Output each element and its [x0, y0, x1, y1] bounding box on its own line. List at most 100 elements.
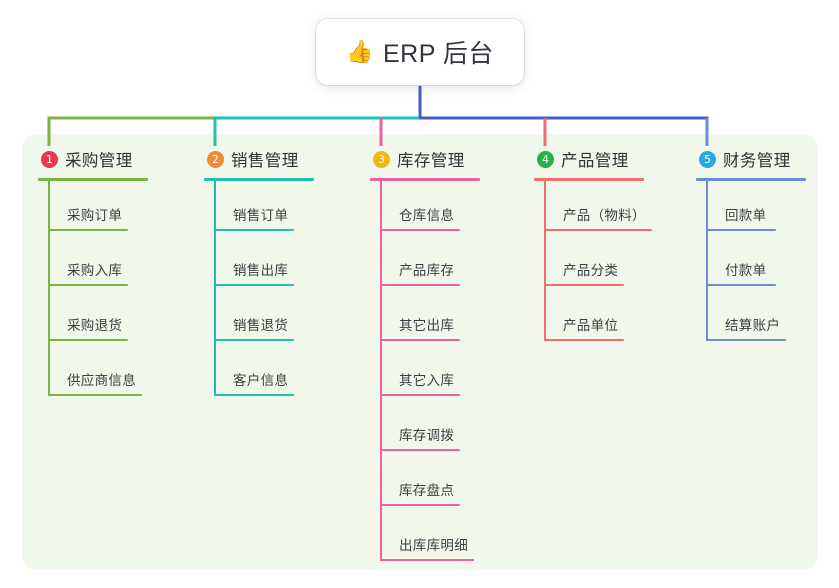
- branch-item[interactable]: 销售出库: [204, 236, 352, 291]
- branch-number-badge: 2: [207, 150, 224, 168]
- branch-item[interactable]: 采购退货: [38, 291, 186, 346]
- branch-item[interactable]: 产品（物料）: [534, 181, 682, 236]
- branch-item[interactable]: 销售订单: [204, 181, 352, 236]
- branch-item-label: 其它入库: [399, 373, 455, 388]
- branch-header-rule: [696, 178, 806, 181]
- branch-trunk-line: [706, 181, 708, 341]
- branch-item-rule: [706, 339, 786, 341]
- branch-item[interactable]: 付款单: [696, 236, 839, 291]
- root-node-title: ERP 后台: [383, 40, 494, 68]
- branch-item-list: 回款单付款单结算账户: [696, 181, 839, 346]
- branch-item[interactable]: 库存盘点: [370, 456, 518, 511]
- branch-column-4: 4 产品管理产品（物料） 产品分类产品单位: [534, 146, 682, 346]
- branch-item-rule: [48, 284, 128, 286]
- branch-header-5[interactable]: 5 财务管理: [696, 146, 839, 172]
- branch-item-label: 采购退货: [67, 318, 123, 333]
- branch-item[interactable]: 采购入库: [38, 236, 186, 291]
- branch-header-1[interactable]: 1 采购管理: [38, 146, 186, 172]
- branch-item[interactable]: 其它入库: [370, 346, 518, 401]
- branch-item-label: 付款单: [725, 263, 767, 278]
- branch-item-rule: [706, 229, 776, 231]
- branch-item[interactable]: 结算账户: [696, 291, 839, 346]
- branch-item-label: 回款单: [725, 208, 767, 223]
- branch-column-3: 3 库存管理仓库信息产品库存其它出库其它入库库存调拨库存盘点出库库明细: [370, 146, 518, 566]
- branch-number-badge: 5: [699, 150, 716, 168]
- branch-trunk-line: [544, 181, 546, 341]
- branch-header-rule: [38, 178, 148, 181]
- branch-title: 产品管理: [561, 152, 629, 170]
- branch-column-5: 5 财务管理回款单付款单结算账户: [696, 146, 839, 346]
- branch-item[interactable]: 客户信息: [204, 346, 352, 401]
- branch-item-label: 产品单位: [563, 318, 619, 333]
- branch-item[interactable]: 销售退货: [204, 291, 352, 346]
- branch-item[interactable]: 库存调拨: [370, 401, 518, 456]
- branch-item-label: 其它出库: [399, 318, 455, 333]
- root-node-label: 👍 ERP 后台: [346, 34, 494, 70]
- branch-trunk-line: [214, 181, 216, 396]
- branch-item-rule: [214, 394, 294, 396]
- branch-item[interactable]: 其它出库: [370, 291, 518, 346]
- branch-item[interactable]: 供应商信息: [38, 346, 186, 401]
- branch-column-2: 2 销售管理销售订单销售出库销售退货客户信息: [204, 146, 352, 401]
- branch-item-label: 客户信息: [233, 373, 289, 388]
- branch-item-rule: [380, 339, 460, 341]
- branch-item-label: 结算账户: [725, 318, 781, 333]
- branch-item-rule: [214, 284, 294, 286]
- branch-item-rule: [214, 339, 294, 341]
- branch-item-label: 采购入库: [67, 263, 123, 278]
- branch-header-rule: [204, 178, 314, 181]
- branch-item[interactable]: 产品分类: [534, 236, 682, 291]
- branch-item-label: 采购订单: [67, 208, 123, 223]
- branch-item-rule: [544, 339, 624, 341]
- branch-item-rule: [48, 229, 128, 231]
- branch-header-rule: [534, 178, 644, 181]
- branch-item-label: 销售出库: [233, 263, 289, 278]
- branch-item-label: 出库库明细: [399, 538, 468, 553]
- branch-item-rule: [48, 394, 142, 396]
- branch-trunk-line: [48, 181, 50, 396]
- branch-title: 财务管理: [723, 152, 791, 170]
- branch-item-rule: [380, 559, 474, 561]
- branch-header-rule: [370, 178, 480, 181]
- branch-item-rule: [706, 284, 776, 286]
- branch-item-list: 仓库信息产品库存其它出库其它入库库存调拨库存盘点出库库明细: [370, 181, 518, 566]
- branch-header-2[interactable]: 2 销售管理: [204, 146, 352, 172]
- branch-title: 库存管理: [397, 152, 465, 170]
- branch-item-label: 销售退货: [233, 318, 289, 333]
- branch-item-label: 仓库信息: [399, 208, 455, 223]
- branch-title: 销售管理: [231, 152, 299, 170]
- branch-item-rule: [380, 449, 460, 451]
- branch-item-rule: [380, 394, 460, 396]
- branch-item-list: 销售订单销售出库销售退货客户信息: [204, 181, 352, 401]
- branch-item[interactable]: 产品单位: [534, 291, 682, 346]
- branch-item-label: 库存调拨: [399, 428, 455, 443]
- branch-number-badge: 4: [537, 150, 554, 168]
- branch-item-label: 销售订单: [233, 208, 289, 223]
- branch-item-rule: [48, 339, 128, 341]
- branch-item-rule: [214, 229, 294, 231]
- branch-title: 采购管理: [65, 152, 133, 170]
- branch-number-badge: 1: [41, 150, 58, 168]
- thumbs-up-icon: 👍: [346, 39, 374, 64]
- branch-item-label: 产品库存: [399, 263, 455, 278]
- branch-header-3[interactable]: 3 库存管理: [370, 146, 518, 172]
- root-node[interactable]: 👍 ERP 后台: [316, 19, 524, 85]
- branch-item[interactable]: 出库库明细: [370, 511, 518, 566]
- branch-number-badge: 3: [373, 150, 390, 168]
- branch-item-rule: [544, 229, 652, 231]
- branch-column-1: 1 采购管理采购订单采购入库采购退货供应商信息: [38, 146, 186, 401]
- branch-item-label: 产品分类: [563, 263, 619, 278]
- branch-trunk-line: [380, 181, 382, 561]
- branch-item[interactable]: 采购订单: [38, 181, 186, 236]
- branch-item-label: 库存盘点: [399, 483, 455, 498]
- branch-item[interactable]: 产品库存: [370, 236, 518, 291]
- branch-item-label: 产品（物料）: [563, 208, 646, 223]
- branch-item[interactable]: 仓库信息: [370, 181, 518, 236]
- branch-item-rule: [380, 284, 460, 286]
- branch-item-list: 采购订单采购入库采购退货供应商信息: [38, 181, 186, 401]
- branch-item-rule: [380, 504, 460, 506]
- branch-item[interactable]: 回款单: [696, 181, 839, 236]
- branch-item-rule: [380, 229, 460, 231]
- branch-header-4[interactable]: 4 产品管理: [534, 146, 682, 172]
